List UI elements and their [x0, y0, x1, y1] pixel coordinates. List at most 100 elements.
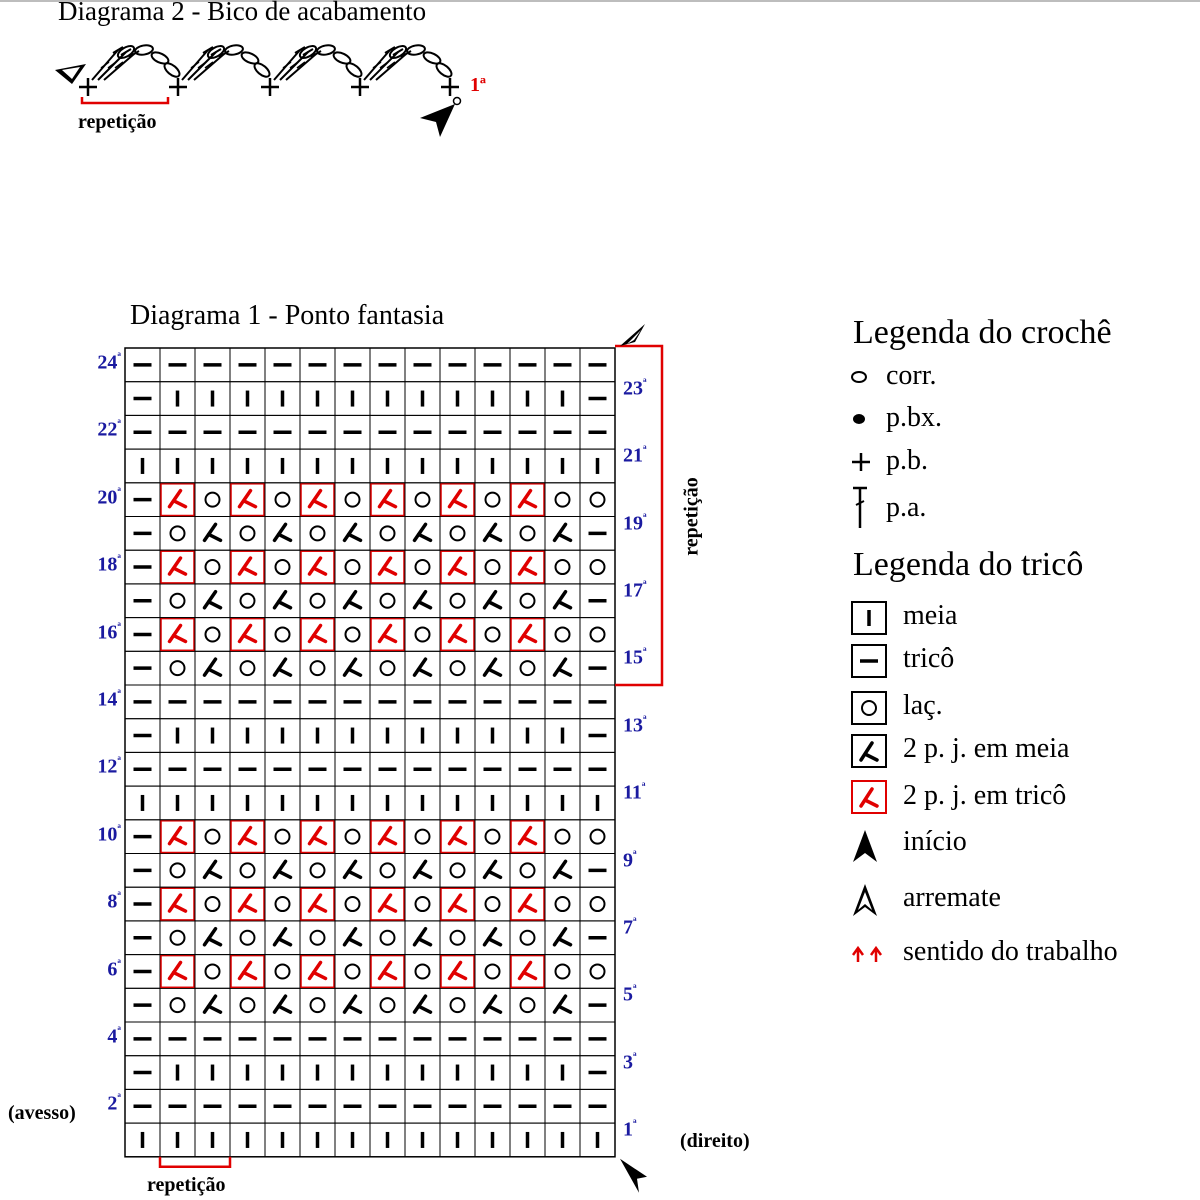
row-number: 10ª: [97, 821, 121, 846]
diagram2-repeat-label: repetição: [78, 111, 157, 133]
avesso-label: (avesso): [8, 1102, 76, 1124]
chart-row: [124, 650, 616, 686]
bottom-repeat-label: repetição: [147, 1174, 226, 1196]
vertical-repeat-bracket: [615, 344, 664, 687]
row-number: 12ª: [97, 754, 121, 779]
legend-inicio-label: início: [903, 826, 967, 857]
row-number: 9ª: [623, 847, 637, 872]
slip-stitch-icon: [452, 96, 462, 106]
chart-row: [124, 549, 616, 585]
legend-pb-label: p.b.: [886, 445, 928, 476]
repeat-bracket: [80, 97, 170, 105]
row-number: 4ª: [107, 1024, 121, 1048]
legend-trico-label: tricô: [903, 643, 955, 674]
shell-group: [79, 44, 181, 96]
row-number: 11ª: [623, 780, 646, 804]
p2tog-icon: [851, 780, 887, 814]
treble-stitch-icon: [103, 53, 135, 81]
chain-stitch-icon: [851, 371, 867, 383]
chain-stitch-icon: [206, 45, 226, 59]
chain-stitch-icon: [316, 44, 336, 56]
chart-row: [124, 751, 616, 787]
chain-stitch-icon: [345, 62, 363, 78]
legend-p2tog-label: 2 p. j. em tricô: [903, 780, 1067, 811]
chart-row: [124, 617, 616, 652]
row-number: 21ª: [623, 443, 647, 467]
legend-meia-label: meia: [903, 600, 958, 631]
shell-group: [169, 44, 271, 96]
row-number: 23ª: [623, 375, 647, 400]
purl-icon: [579, 347, 616, 383]
chain-stitch-icon: [163, 62, 181, 78]
row-number: 7ª: [623, 914, 637, 939]
row-number: 24ª: [97, 350, 121, 374]
row-number: 2ª: [107, 1091, 121, 1116]
knit-icon: [851, 601, 887, 635]
single-crochet-icon: [351, 78, 369, 96]
diagram2-title: Diagrama 2 - Bico de acabamento: [58, 0, 427, 26]
end-arrow-icon: [55, 64, 86, 84]
row-number: 3ª: [623, 1049, 637, 1074]
row-number: 1ª: [623, 1117, 637, 1141]
shell-group: [261, 44, 363, 96]
single-crochet-icon: [79, 78, 97, 96]
single-crochet-icon: [852, 453, 870, 471]
p2tog-icon: [439, 954, 476, 989]
row-number: 16ª: [97, 619, 121, 644]
yarn-over-icon: [851, 691, 887, 725]
single-crochet-icon: [261, 78, 279, 96]
chain-stitch-icon: [298, 45, 318, 59]
chart-row: [124, 853, 616, 888]
legend-pa-label: p.a.: [886, 492, 927, 523]
legend-lac-label: laç.: [903, 690, 943, 721]
knit-legend-title: Legenda do tricô: [853, 546, 1084, 583]
row-number: 13ª: [623, 712, 647, 737]
chain-stitch-icon: [150, 51, 170, 65]
row-number: 5ª: [623, 982, 637, 1006]
diagram2-row-label: 1ª: [470, 74, 486, 96]
start-arrow-icon: [853, 830, 877, 862]
shell-group: [351, 44, 453, 96]
legend-pbx-label: p.bx.: [886, 402, 942, 433]
chain-stitch-icon: [422, 51, 442, 65]
row-number: 14ª: [97, 687, 121, 711]
legend-k2tog-label: 2 p. j. em meia: [903, 733, 1070, 764]
slip-stitch-icon: [853, 414, 865, 424]
p2tog-icon: [369, 819, 406, 854]
start-arrow-icon: [620, 1158, 647, 1193]
legend-sentido-label: sentido do trabalho: [903, 936, 1118, 967]
legend-corr-label: corr.: [886, 360, 937, 391]
end-arrow-icon: [620, 324, 645, 346]
start-arrow-icon: [420, 96, 462, 137]
treble-stitch-icon: [369, 51, 399, 81]
bottom-repeat-bracket: [158, 1156, 232, 1169]
treble-stitch-icon: [285, 53, 317, 81]
end-arrow-icon: [853, 884, 877, 916]
chain-stitch-icon: [240, 51, 260, 65]
row-number: 18ª: [97, 552, 121, 576]
row-number: 17ª: [623, 577, 647, 602]
row-number: 8ª: [107, 889, 121, 913]
chain-stitch-icon: [224, 44, 244, 56]
treble-stitch-icon: [193, 53, 225, 81]
p2tog-icon: [299, 617, 336, 652]
top-divider: [0, 0, 1200, 2]
crochet-legend-title: Legenda do crochê: [853, 314, 1112, 351]
treble-stitch-icon: [279, 51, 309, 81]
chart-row: [124, 819, 616, 854]
row-number: 6ª: [107, 956, 121, 981]
direction-arrows-icon: [851, 945, 883, 962]
double-crochet-icon: [853, 486, 867, 528]
p2tog-icon: [509, 954, 546, 989]
row-number: 19ª: [623, 510, 647, 535]
chart-row: [124, 684, 616, 720]
row-number: 20ª: [97, 484, 121, 509]
purl-icon: [851, 644, 887, 678]
row-number: 22ª: [97, 417, 121, 442]
treble-stitch-icon: [375, 53, 407, 81]
p2tog-icon: [439, 886, 476, 922]
k2tog-icon: [851, 734, 887, 768]
chain-stitch-icon: [388, 45, 408, 59]
